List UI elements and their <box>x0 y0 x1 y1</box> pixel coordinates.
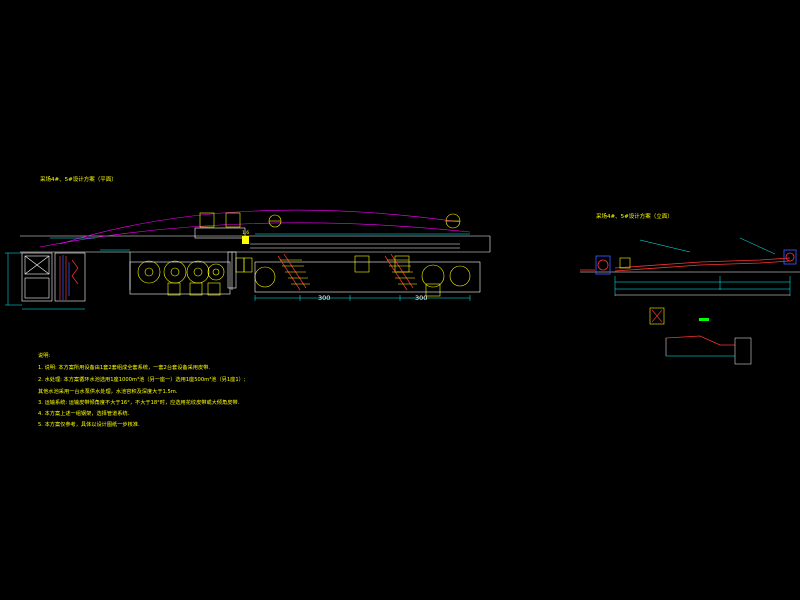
tank-row <box>137 260 225 296</box>
note-line-1: 1. 说明: 本方案所用设备由1套2套组成全套系统，一套2台套设备采用皮带. <box>38 363 210 371</box>
section-equipment-right <box>783 249 797 265</box>
top-equipment <box>199 212 461 229</box>
left-pipes-red <box>59 256 79 300</box>
notes-heading: 说明: <box>38 351 50 359</box>
plan-dimensions <box>254 233 471 301</box>
note-line-6: 5. 本方案仅参考，具体以设计图纸一步核准. <box>38 420 140 428</box>
section-structure <box>580 271 800 296</box>
left-building <box>21 252 86 302</box>
notes-block: 说明: 1. 说明: 本方案所用设备由1套2套组成全套系统，一套2台套设备采用皮… <box>38 351 246 428</box>
left-pipes-blue <box>62 255 70 300</box>
conveyor-label: 1.6 <box>242 230 249 236</box>
dimension-300-a: 300 <box>318 294 330 302</box>
conveyor-supports <box>280 259 417 285</box>
section-terrain <box>614 257 791 272</box>
conveyor-marker <box>242 236 249 244</box>
section-dimensions <box>614 237 791 296</box>
left-dimension-lines <box>5 237 130 310</box>
note-line-2: 2. 水处理: 本方案循环水池选用1座1000m³池（另一座一）选用1座500m… <box>38 375 246 383</box>
note-line-4: 3. 运输系统: 运输皮带倾角度不大于16°，不大于18°时，应选用花纹皮带或大… <box>38 398 240 406</box>
section-view-title: 采场4#、5#设计方案（立面） <box>596 212 673 220</box>
section-equipment-left <box>580 255 631 275</box>
plan-boundary <box>20 227 491 290</box>
inclined-conveyors <box>277 253 414 291</box>
section-view: 采场4#、5#设计方案（立面） <box>580 212 800 365</box>
pipe-curves <box>39 209 471 248</box>
dimension-300-b: 300 <box>415 294 427 302</box>
section-detail <box>649 307 752 365</box>
note-line-3: 其他水池采用一台水泵供水处理，水池容积及深度大于1.5m. <box>38 387 178 395</box>
middle-equipment <box>235 255 471 297</box>
plan-view-title: 采场4#、5#设计方案（平面） <box>40 175 117 183</box>
note-line-5: 4. 本方案上述一组钢架，选择管道系统. <box>38 409 130 417</box>
middle-equipment-white <box>129 251 481 295</box>
main-conveyor <box>250 243 460 249</box>
plan-view: 采场4#、5#设计方案（平面） <box>5 175 491 310</box>
